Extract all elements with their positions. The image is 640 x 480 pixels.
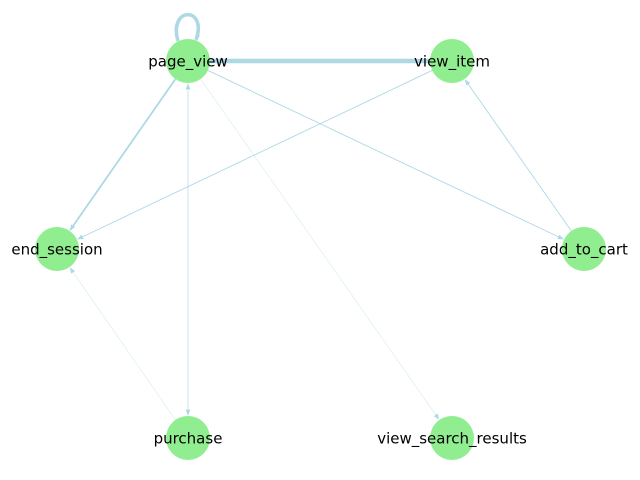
node-circle xyxy=(35,227,79,271)
node-circle xyxy=(166,39,210,83)
node-purchase[interactable]: purchase xyxy=(154,416,223,460)
node-circle xyxy=(166,416,210,460)
node-end-session[interactable]: end_session xyxy=(11,227,103,271)
edge-page_view-to-end_session xyxy=(69,78,177,231)
node-label: purchase xyxy=(154,430,223,448)
edge-page_view-to-page_view xyxy=(174,13,201,42)
node-label: view_search_results xyxy=(377,430,527,449)
node-circle xyxy=(430,416,474,460)
edge-purchase-to-end_session xyxy=(69,267,176,421)
node-page-view[interactable]: page_view xyxy=(148,39,228,83)
edge-page_view-to-view_search_results xyxy=(200,78,440,420)
node-view-search-results[interactable]: view_search_results xyxy=(377,416,527,460)
edge-view_item-to-end_session xyxy=(77,70,433,240)
edge-add_to_cart-to-view_item xyxy=(464,79,572,232)
node-circle xyxy=(430,39,474,83)
node-label: page_view xyxy=(148,53,228,72)
node-label: add_to_cart xyxy=(540,241,628,260)
edge-page_view-to-add_to_cart xyxy=(207,70,564,240)
edges-layer xyxy=(69,13,572,421)
nodes-layer: page_view view_item end_session add_to_cart… xyxy=(11,39,628,460)
node-add-to-cart[interactable]: add_to_cart xyxy=(540,227,628,271)
node-view-item[interactable]: view_item xyxy=(414,39,490,83)
node-label: end_session xyxy=(11,241,102,260)
node-circle xyxy=(562,227,606,271)
node-label: view_item xyxy=(414,53,490,72)
